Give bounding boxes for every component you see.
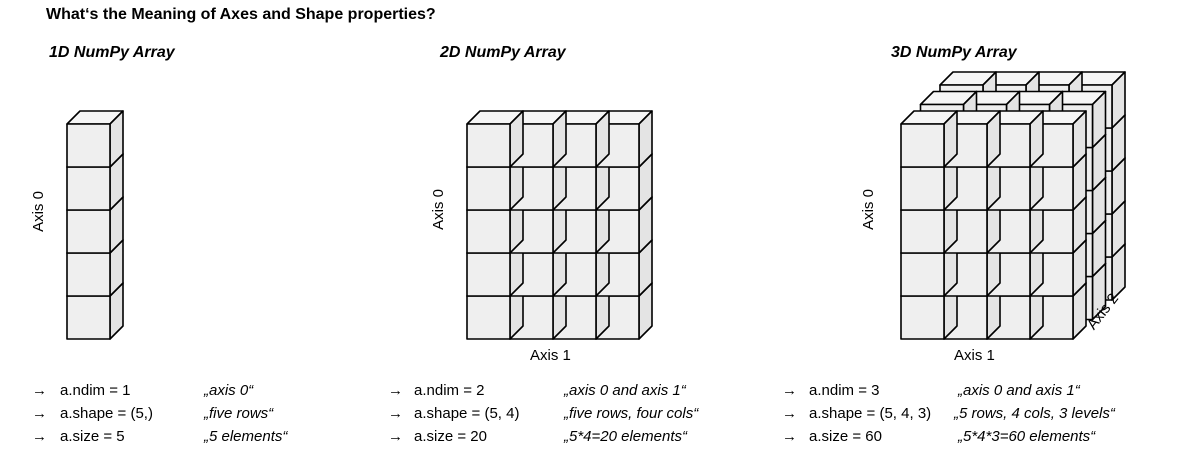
- size-value: a.size = 5: [60, 428, 125, 445]
- size-value: a.size = 20: [414, 428, 487, 445]
- cube-front-face: [466, 166, 511, 211]
- note-row: → a.size = 60 „5*4*3=60 elements“: [782, 425, 1172, 448]
- arrow-icon: →: [782, 382, 797, 399]
- heading-2d: 2D NumPy Array: [440, 44, 566, 61]
- arrow-icon: →: [388, 382, 403, 399]
- shape-value: a.shape = (5,): [60, 405, 153, 422]
- arrow-icon: →: [388, 428, 403, 445]
- cube-front-face: [66, 252, 111, 297]
- arrow-icon: →: [782, 428, 797, 445]
- arrow-icon: →: [782, 405, 797, 422]
- note-row: → a.shape = (5,) „five rows“: [32, 402, 362, 425]
- ndim-value: a.ndim = 2: [414, 382, 485, 399]
- arrow-icon: →: [32, 382, 47, 399]
- cube-front-face: [900, 252, 945, 297]
- axis1-label-3d: Axis 1: [954, 347, 995, 364]
- shape-value: a.shape = (5, 4): [414, 405, 520, 422]
- size-desc: „5 elements“: [204, 428, 288, 445]
- size-desc: „5*4=20 elements“: [564, 428, 687, 445]
- note-row: → a.size = 5 „5 elements“: [32, 425, 362, 448]
- shape-value: a.shape = (5, 4, 3): [809, 405, 932, 422]
- note-row: → a.shape = (5, 4) „five rows, four cols…: [388, 402, 768, 425]
- cube-front-face: [466, 252, 511, 297]
- shape-desc: „five rows, four cols“: [564, 405, 699, 422]
- cube-front-face: [66, 209, 111, 254]
- heading-1d: 1D NumPy Array: [49, 44, 175, 61]
- note-row: → a.ndim = 2 „axis 0 and axis 1“: [388, 379, 768, 402]
- note-row: → a.size = 20 „5*4=20 elements“: [388, 425, 768, 448]
- cube-front-face: [900, 123, 945, 168]
- cube-front-face: [66, 123, 111, 168]
- note-row: → a.shape = (5, 4, 3) „5 rows, 4 cols, 3…: [782, 402, 1172, 425]
- notes-2d: → a.ndim = 2 „axis 0 and axis 1“ → a.sha…: [388, 379, 768, 448]
- cube-front-face: [66, 295, 111, 340]
- axis1-label-2d: Axis 1: [530, 347, 571, 364]
- page-title: What‘s the Meaning of Axes and Shape pro…: [46, 6, 436, 23]
- ndim-value: a.ndim = 3: [809, 382, 880, 399]
- shape-desc: „five rows“: [204, 405, 274, 422]
- shape-desc: „5 rows, 4 cols, 3 levels“: [954, 405, 1115, 422]
- arrow-icon: →: [32, 405, 47, 422]
- axis0-label-3d: Axis 0: [859, 189, 877, 230]
- ndim-desc: „axis 0 and axis 1“: [564, 382, 686, 399]
- cube-front-face: [900, 209, 945, 254]
- ndim-desc: „axis 0“: [204, 382, 254, 399]
- size-value: a.size = 60: [809, 428, 882, 445]
- arrow-icon: →: [32, 428, 47, 445]
- ndim-desc: „axis 0 and axis 1“: [958, 382, 1080, 399]
- arrow-icon: →: [388, 405, 403, 422]
- note-row: → a.ndim = 1 „axis 0“: [32, 379, 362, 402]
- note-row: → a.ndim = 3 „axis 0 and axis 1“: [782, 379, 1172, 402]
- ndim-value: a.ndim = 1: [60, 382, 131, 399]
- heading-3d: 3D NumPy Array: [891, 44, 1017, 61]
- axis0-label-1d: Axis 0: [29, 191, 47, 232]
- notes-1d: → a.ndim = 1 „axis 0“ → a.shape = (5,) „…: [32, 379, 362, 448]
- cube-front-face: [466, 295, 511, 340]
- cube-front-face: [900, 295, 945, 340]
- axis0-label-2d: Axis 0: [429, 189, 447, 230]
- cube-front-face: [466, 209, 511, 254]
- cube-front-face: [66, 166, 111, 211]
- size-desc: „5*4*3=60 elements“: [958, 428, 1096, 445]
- notes-3d: → a.ndim = 3 „axis 0 and axis 1“ → a.sha…: [782, 379, 1172, 448]
- cube-front-face: [900, 166, 945, 211]
- cube-front-face: [466, 123, 511, 168]
